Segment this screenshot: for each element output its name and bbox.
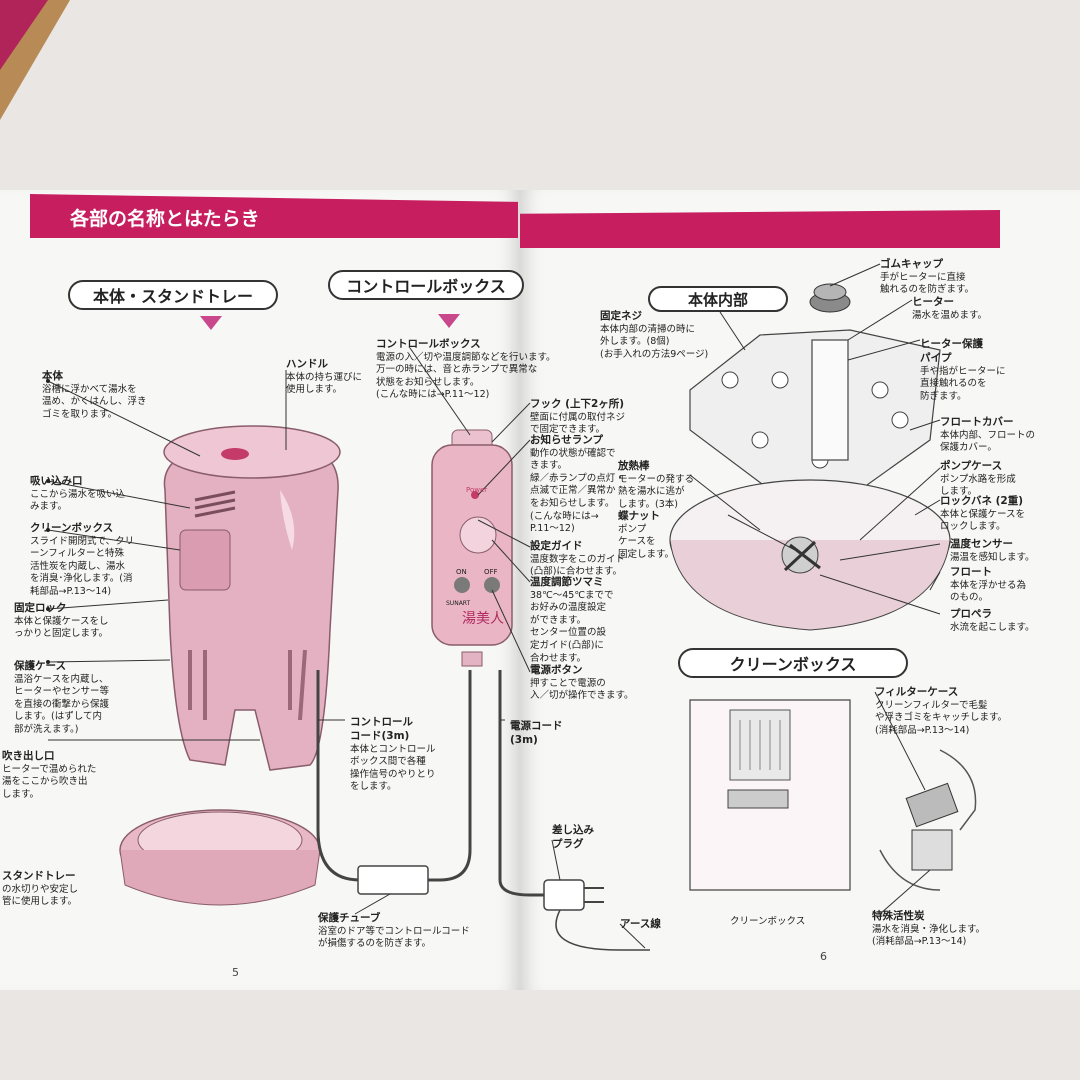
label-hook: フック (上下2ヶ所)壁面に付属の取付ネジ で固定できます。 bbox=[530, 398, 626, 436]
device-off-text: OFF bbox=[484, 568, 498, 576]
label-tube: 保護チューブ浴室のドア等でコントロールコード が損傷するのを防ぎます。 bbox=[318, 912, 470, 950]
label-earth: アース線 bbox=[620, 918, 661, 930]
label-power-cord: 電源コード (3m) bbox=[510, 720, 563, 746]
label-rod: 放熱棒モーターの発する 熱を湯水に逃が します。(3本) bbox=[618, 460, 695, 510]
label-hontai: 本体浴槽に浮かべて湯水を 温め、かくはんし、浮き ゴミを取ります。 bbox=[42, 370, 147, 420]
label-screw: 固定ネジ本体内部の清掃の時に 外します。(8個) (お手入れの方法9ページ) bbox=[600, 310, 709, 360]
label-carbon: 特殊活性炭湯水を消臭・浄化します。 (消耗部品→P.13～14) bbox=[872, 910, 986, 948]
device-on-text: ON bbox=[456, 568, 467, 576]
label-spring: ロックバネ (2重)本体と保護ケースを ロックします。 bbox=[940, 495, 1026, 533]
section-title-inside: 本体内部 bbox=[648, 286, 788, 312]
stand-tray-illustration bbox=[119, 809, 321, 906]
device-name-text: 湯美人 bbox=[462, 611, 504, 627]
label-fuki: 吹き出し口ヒーターで温められた 湯をここから吹き出 します。 bbox=[2, 750, 97, 800]
label-propeller: プロペラ水流を起こします。 bbox=[950, 608, 1035, 633]
label-lock: 固定ロック本体と保護ケースをし っかりと固定します。 bbox=[14, 602, 109, 640]
label-suikomi: 吸い込み口ここから湯水を吸い込 みます。 bbox=[30, 475, 126, 513]
header-banner bbox=[30, 194, 518, 238]
illustrations bbox=[46, 263, 977, 951]
label-sensor: 温度センサー湯温を感知します。 bbox=[950, 538, 1035, 563]
arrow-down-icon bbox=[438, 314, 460, 328]
page-number-left: 5 bbox=[232, 966, 239, 979]
section-title-cleanbox: クリーンボックス bbox=[678, 648, 908, 678]
header-banner-right bbox=[520, 210, 1000, 248]
page-title: 各部の名称とはたらき bbox=[70, 208, 260, 230]
caption-cleanbox: クリーンボックス bbox=[730, 916, 806, 927]
label-float-cover: フロートカバー本体内部、フロートの 保護カバー。 bbox=[940, 416, 1036, 454]
label-float: フロート本体を浮かせる為 のもの。 bbox=[950, 566, 1027, 604]
section-title-control: コントロールボックス bbox=[328, 270, 524, 300]
label-stand: スタンドトレーの水切りや安定し 管に使用します。 bbox=[2, 870, 79, 908]
control-box-illustration bbox=[431, 429, 513, 667]
label-plug: 差し込み プラグ bbox=[552, 824, 594, 850]
label-lamp: お知らせランプ動作の状態が確認で きます。 緑／赤ランプの点灯・ 点滅で正常／異… bbox=[530, 434, 625, 535]
label-heater: ヒーター湯水を温めます。 bbox=[912, 296, 988, 321]
label-control-cord: コントロール コード(3m)本体とコントロール ボックス間で各種 操作信号のやり… bbox=[350, 716, 436, 793]
label-guide: 設定ガイド温度数字をこのガイド (凸部)に合わせます。 bbox=[530, 540, 626, 578]
protection-tube-illustration bbox=[357, 865, 429, 895]
device-power-text: Power bbox=[466, 486, 488, 494]
label-power: 電源ボタン押すことで電源の 入／切が操作できます。 bbox=[530, 664, 634, 702]
label-pump-case: ポンプケースポンプ水路を形成 します。 bbox=[940, 460, 1016, 498]
label-cleanbox: クリーンボックススライド開閉式で、クリ ーンフィルターと特殊 活性炭を内蔵し、湯… bbox=[30, 522, 135, 597]
label-cap: ゴムキャップ手がヒーターに直接 触れるのを防ぎます。 bbox=[880, 258, 975, 296]
interior-illustration bbox=[669, 283, 951, 631]
main-unit-illustration bbox=[163, 425, 341, 771]
cleanbox-illustration bbox=[689, 699, 977, 891]
label-controlbox: コントロールボックス電源の入／切や温度調節などを行います。 万一の時には、音と赤… bbox=[376, 338, 556, 401]
manual-booklet: 各部の名称とはたらき 本体・スタンドトレー コントロールボックス 本体内部 クリ… bbox=[0, 190, 1080, 990]
arrow-down-icon bbox=[200, 316, 222, 330]
label-handle: ハンドル本体の持ち運びに 使用します。 bbox=[286, 358, 363, 396]
section-title-body: 本体・スタンドトレー bbox=[68, 280, 278, 310]
label-hogo: 保護ケース温浴ケースを内蔵し、 ヒーターやセンサー等 を直接の衝撃から保護 しま… bbox=[14, 660, 110, 735]
label-filter-case: フィルターケースクリーンフィルターで毛髪 や浮きゴミをキャッチします。 (消耗部… bbox=[875, 686, 1008, 736]
device-brand-text: SUNART bbox=[446, 600, 471, 607]
label-nut: 蝶ナットポンプ ケースを 固定します。 bbox=[618, 510, 675, 560]
page-number-right: 6 bbox=[820, 950, 827, 963]
label-heater-pipe: ヒーター保護 パイプ手や指がヒーターに 直接触れるのを 防ぎます。 bbox=[920, 338, 1006, 402]
plug-illustration bbox=[543, 879, 585, 911]
